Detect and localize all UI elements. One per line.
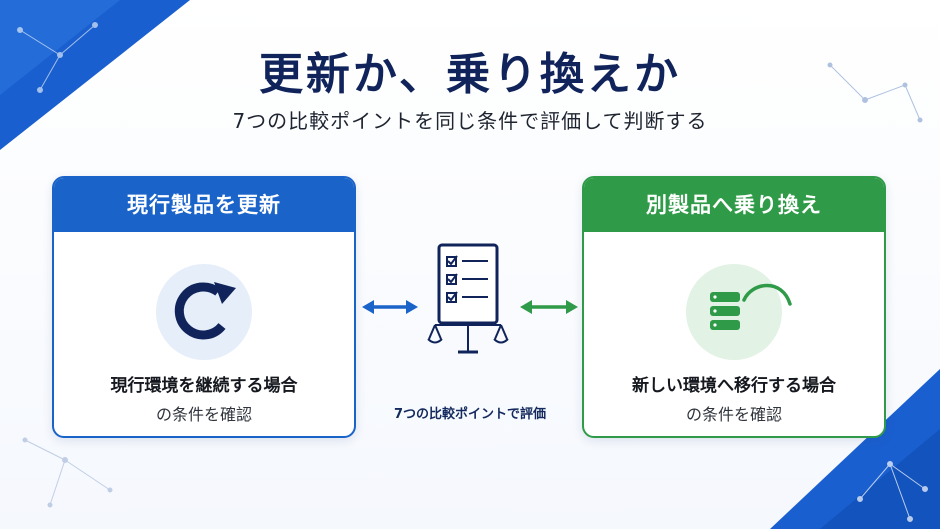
card-update-current: 現行製品を更新 現行環境を継続する場合 の条件を確認 [52,176,356,438]
checklist-scale-icon [427,243,509,354]
card-line-primary: 現行環境を継続する場合 [110,376,298,396]
refresh-icon [156,264,252,360]
card-line-secondary: の条件を確認 [685,405,782,424]
center-label: 7つの比較ポイントで評価 [393,407,547,422]
page-title: 更新か、乗り換えか [258,49,682,100]
card-title: 現行製品を更新 [54,178,354,232]
network-decoration-top-right [827,62,923,123]
double-arrow-left-icon [362,300,418,314]
page-subtitle: 7つの比較ポイントを同じ条件で評価して判断する [232,109,708,133]
double-arrow-right-icon [520,300,578,314]
corner-decoration-top-left [0,0,190,150]
card-switch-product: 別製品へ乗り換え 新しい環境へ移行する場合 の条件を確認 [582,176,886,438]
network-decoration-bottom-left [22,437,113,508]
server-migration-icon [686,264,792,360]
card-line-primary: 新しい環境へ移行する場合 [632,376,836,396]
card-title: 別製品へ乗り換え [584,178,884,232]
card-line-secondary: の条件を確認 [155,405,252,424]
corner-decoration-bottom-right [770,369,940,529]
